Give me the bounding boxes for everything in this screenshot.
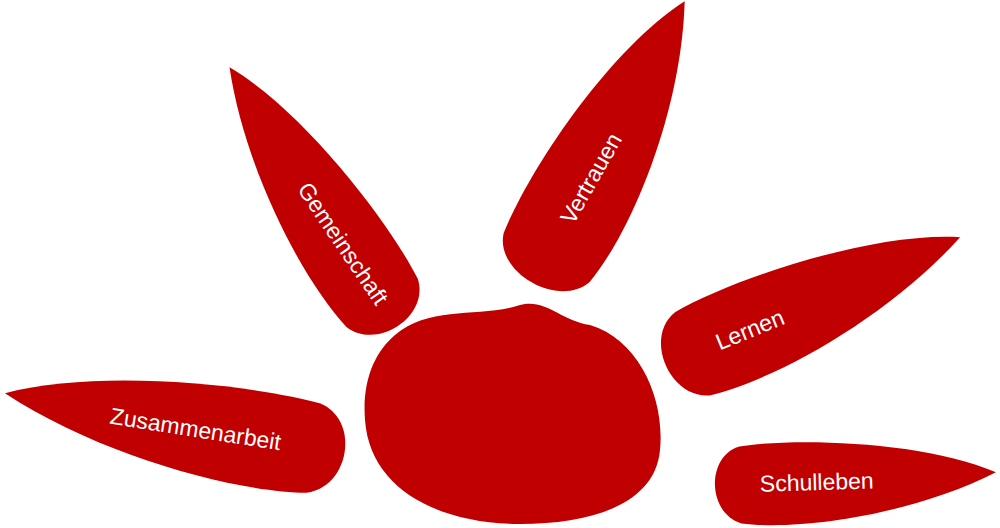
sun-core — [365, 304, 661, 524]
petal-fill — [186, 45, 435, 352]
petal-shape: Zusammenarbeit — [0, 346, 356, 504]
petal-outline — [642, 193, 982, 413]
petal-label: Schulleben — [759, 466, 874, 497]
petal-fill — [487, 0, 737, 309]
petal-shape: Gemeinschaft — [184, 42, 442, 356]
petal-shape: Lernen — [642, 193, 982, 413]
petal-fill — [714, 437, 997, 527]
petal-fill — [647, 198, 981, 409]
petal-shape: Schulleben — [711, 432, 998, 528]
petal-fill — [0, 352, 352, 501]
petal-shape: Vertrauen — [480, 0, 740, 313]
